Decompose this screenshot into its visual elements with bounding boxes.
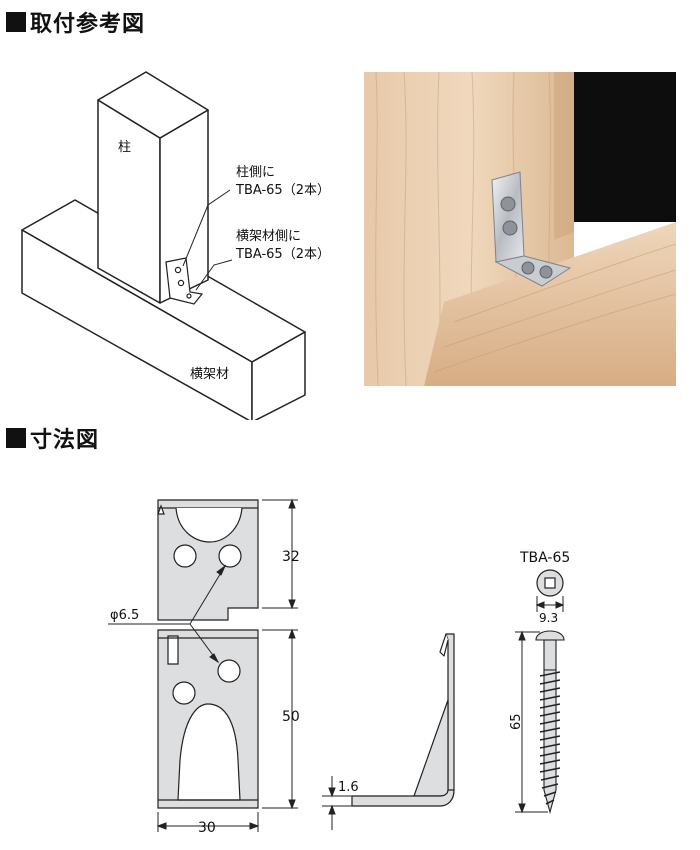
hole-diameter-label: φ6.5 — [110, 608, 139, 623]
side-profile-rib — [413, 699, 449, 797]
bracket-side-view: 1.6 — [322, 633, 455, 830]
black-square-icon — [6, 428, 26, 448]
black-square-icon — [6, 12, 26, 32]
photo-dark-background — [574, 72, 676, 222]
dimension-drawing-heading: 寸法図 — [6, 422, 99, 454]
post-side-leader — [182, 189, 231, 267]
installation-photo — [364, 72, 676, 386]
square-drive-recess — [544, 577, 556, 589]
screw-drawing: TBA-65 9.3 — [509, 550, 570, 815]
lower-hole-right — [217, 659, 241, 683]
upper-height-label: 32 — [282, 549, 300, 565]
screw-model-label: TBA-65 — [519, 550, 570, 566]
photo-wood-beam — [424, 222, 676, 386]
beam-side-leader — [195, 259, 233, 291]
upper-hole-right — [218, 544, 242, 568]
install-reference-title: 取付参考図 — [30, 12, 146, 37]
head-diameter-label: 9.3 — [539, 611, 558, 625]
bracket-upper-plate — [157, 499, 259, 621]
lower-hole-left — [172, 681, 196, 705]
installation-isometric-drawing: 柱 柱側に TBA-65（2本） 横架材側に TBA-65（2本） 横架材 — [21, 71, 330, 420]
bracket-front-view: φ6.5 32 50 30 — [108, 498, 300, 835]
side-profile-horizontal — [351, 789, 455, 807]
beam-label: 横架材 — [190, 367, 229, 382]
upper-hole-left — [173, 544, 197, 568]
dimension-drawing-title: 寸法図 — [30, 428, 100, 453]
screw-side-view — [535, 630, 565, 815]
width-label: 30 — [198, 820, 216, 835]
lower-height-label: 50 — [282, 709, 300, 725]
bracket-at-joint — [165, 257, 204, 305]
beam-side-label-2: TBA-65（2本） — [235, 247, 330, 262]
post-side-label-2: TBA-65（2本） — [235, 183, 330, 198]
beam-front-face — [21, 229, 253, 420]
screw-length-label: 65 — [509, 713, 524, 730]
thickness-label: 1.6 — [338, 780, 359, 795]
photo-metal-bracket — [491, 171, 572, 287]
install-reference-heading: 取付参考図 — [6, 6, 145, 38]
beam-end-face — [251, 331, 306, 420]
bracket-lower-plate — [157, 629, 259, 809]
post-label: 柱 — [118, 140, 131, 155]
post-side-label-1: 柱側に — [236, 165, 275, 180]
post-top-face — [97, 71, 209, 139]
beam-side-label-1: 横架材側に — [236, 229, 301, 244]
